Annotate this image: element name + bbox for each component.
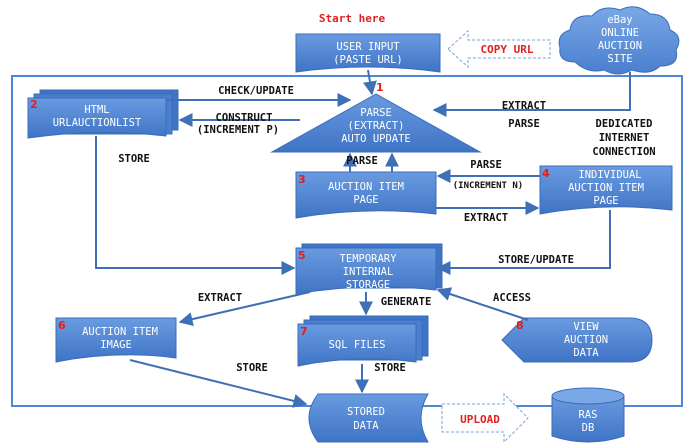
label-parse-n-1: PARSE: [470, 159, 502, 171]
ebay-line-3: AUCTION: [598, 40, 642, 52]
label-access: ACCESS: [493, 292, 531, 304]
item-image-node: 6 AUCTION ITEM IMAGE: [55, 317, 177, 363]
label-store-left: STORE: [118, 153, 150, 165]
label-dedicated-3: CONNECTION: [592, 146, 655, 158]
parse-number: 1: [376, 81, 384, 94]
sql-files-node: 7 SQL FILES: [297, 315, 429, 367]
individual-page-number: 4: [542, 167, 550, 180]
parse-line-1: PARSE: [360, 107, 392, 119]
label-construct-1: CONSTRUCT: [216, 112, 273, 124]
start-here-label: Start here: [319, 12, 386, 25]
arrow-input-to-parse: [363, 69, 377, 96]
copy-url-arrow: COPY URL: [447, 29, 551, 69]
parse-line-2: (EXTRACT): [348, 120, 405, 132]
temp-line-1: TEMPORARY: [340, 253, 398, 265]
label-extract-low: EXTRACT: [198, 292, 242, 304]
user-input-line-1: USER INPUT: [336, 41, 400, 53]
user-input-node: USER INPUT (PASTE URL): [295, 33, 441, 73]
upload-arrow: UPLOAD: [441, 392, 529, 444]
stored-line-1: STORED: [347, 406, 385, 418]
view-line-3: DATA: [573, 347, 599, 359]
upload-label: UPLOAD: [460, 413, 500, 426]
ebay-line-4: SITE: [607, 53, 632, 65]
arrow-store-image: [129, 359, 308, 408]
view-data-number: 8: [516, 319, 524, 332]
auction-page-line-2: PAGE: [353, 194, 378, 206]
temp-line-3: STORAGE: [346, 279, 390, 291]
auction-page-line-1: AUCTION ITEM: [328, 181, 404, 193]
label-generate: GENERATE: [381, 296, 432, 308]
label-parse-n-2: (INCREMENT N): [453, 181, 523, 191]
temp-storage-node: 5 TEMPORARY INTERNAL STORAGE: [295, 243, 443, 295]
label-extract-mid: EXTRACT: [464, 212, 508, 224]
label-parse-up: PARSE: [346, 155, 378, 167]
ebay-line-2: ONLINE: [601, 27, 639, 39]
ebay-cloud-node: eBay ONLINE AUCTION SITE: [558, 6, 680, 75]
arrow-store-update: [436, 210, 611, 275]
temp-storage-number: 5: [298, 249, 306, 262]
individual-page-node: 4 INDIVIDUAL AUCTION ITEM PAGE: [539, 165, 673, 215]
individual-line-3: PAGE: [593, 195, 618, 207]
view-data-node: 8 VIEW AUCTION DATA: [501, 317, 653, 363]
view-line-2: AUCTION: [564, 334, 608, 346]
view-line-1: VIEW: [573, 321, 599, 333]
html-list-line-2: URLAUCTIONLIST: [53, 117, 142, 129]
arrow-store-left: [95, 136, 296, 275]
html-list-node: 2 HTML URLAUCTIONLIST: [27, 89, 179, 139]
parse-line-3: AUTO UPDATE: [341, 133, 411, 145]
stored-data-node: STORED DATA: [308, 393, 429, 443]
arrow-extract-low: [178, 291, 311, 326]
item-image-line-1: AUCTION ITEM: [82, 326, 158, 338]
label-store-image: STORE: [236, 362, 268, 374]
stored-line-2: DATA: [353, 420, 379, 432]
label-construct-2: (INCREMENT P): [197, 124, 279, 136]
arrow-extract-ebay: [432, 72, 631, 117]
temp-line-2: INTERNAL: [343, 266, 394, 278]
sql-files-number: 7: [300, 325, 308, 338]
auction-page-node: 3 AUCTION ITEM PAGE: [295, 171, 437, 219]
sql-files-line-1: SQL FILES: [329, 339, 386, 351]
item-image-number: 6: [58, 319, 66, 332]
arrow-access: [436, 287, 529, 321]
ras-db-node: RAS DB: [551, 387, 625, 443]
item-image-line-2: IMAGE: [100, 339, 132, 351]
label-store-sql: STORE: [374, 362, 406, 374]
label-store-update: STORE/UPDATE: [498, 254, 574, 266]
parse-node: PARSE (EXTRACT) AUTO UPDATE: [270, 93, 482, 153]
label-extract: EXTRACT: [502, 100, 546, 112]
label-dedicated-1: DEDICATED: [596, 118, 653, 130]
ras-db-line-1: RAS: [579, 409, 598, 421]
label-dedicated-2: INTERNET: [599, 132, 650, 144]
auction-page-number: 3: [298, 173, 306, 186]
copy-url-label: COPY URL: [481, 43, 534, 56]
individual-line-1: INDIVIDUAL: [578, 169, 641, 181]
label-check-update: CHECK/UPDATE: [218, 85, 294, 97]
ebay-line-1: eBay: [607, 14, 632, 26]
user-input-line-2: (PASTE URL): [333, 54, 403, 66]
ras-db-line-2: DB: [582, 422, 595, 434]
label-parse-ebay: PARSE: [508, 118, 540, 130]
html-list-number: 2: [30, 98, 38, 111]
individual-line-2: AUCTION ITEM: [568, 182, 644, 194]
html-list-line-1: HTML: [84, 104, 109, 116]
